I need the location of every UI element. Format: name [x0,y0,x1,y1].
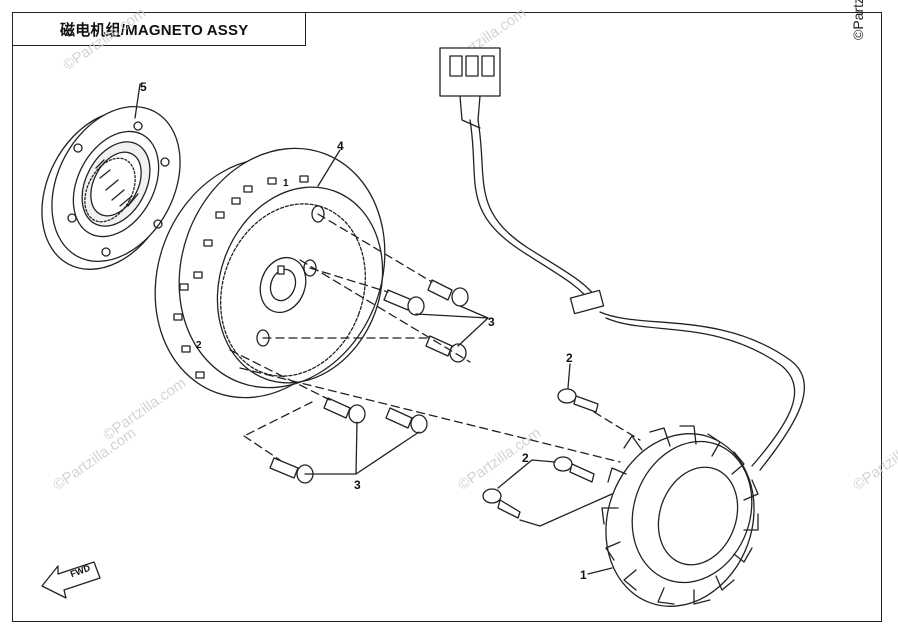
flywheel-mark-2: 2 [196,340,202,351]
callout-1: 1 [580,568,587,582]
leader-line [355,421,358,475]
callout-5: 5 [140,80,147,94]
leader-line [531,459,556,463]
assembly-lines [229,213,641,463]
leader-line [497,459,533,489]
part-2-screws [482,388,599,519]
part-1-stator [601,425,759,607]
leader-line [567,363,571,389]
leader-line [355,431,420,475]
callout-3-lower: 3 [354,478,361,492]
flywheel-mark-1: 1 [283,178,289,189]
leader-line [587,567,613,575]
part-3-bolts [269,279,469,484]
callout-2-lower: 2 [522,451,529,465]
diagram-title: 磁电机组/MAGNETO ASSY [60,22,249,39]
part-5-starter-clutch [41,105,181,270]
leader-line [459,305,489,319]
callout-2-upper: 2 [566,351,573,365]
wire-harness [439,47,806,471]
fwd-arrow-icon [41,561,101,599]
drawing-frame [12,12,882,622]
leader-line [134,83,141,119]
callout-4: 4 [337,139,344,153]
title-block [12,12,306,46]
callout-3-upper: 3 [488,315,495,329]
leader-line [519,493,613,527]
leader-line [317,149,341,187]
leader-line [457,317,489,347]
leader-line [415,313,489,319]
